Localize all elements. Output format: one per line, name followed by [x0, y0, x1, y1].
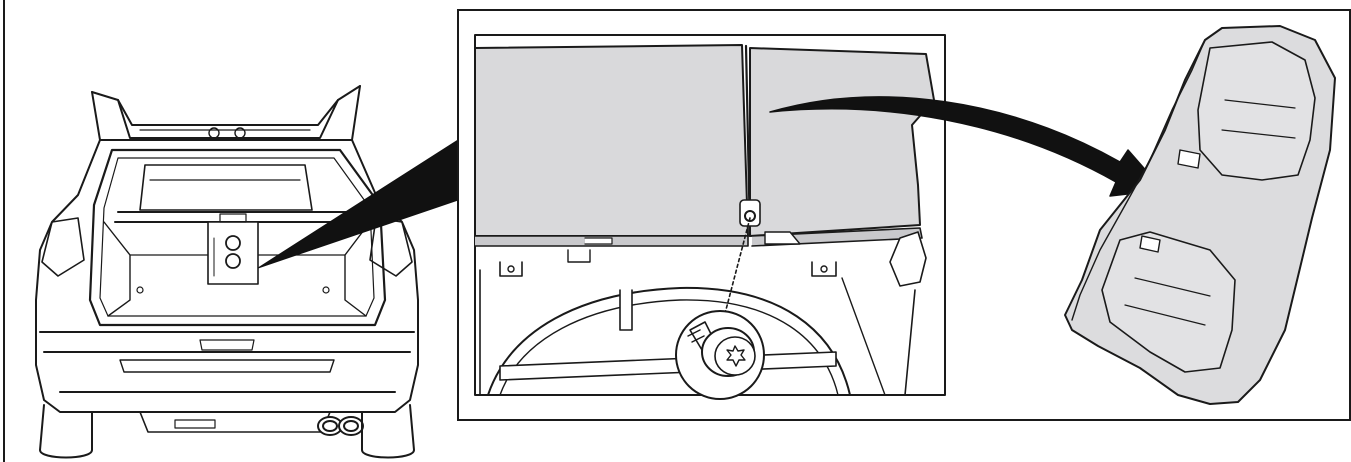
left-tail-light: [42, 218, 84, 276]
open-tailgate: [92, 86, 360, 140]
rear-bumper: [40, 332, 414, 392]
diffuser-and-exhausts: [140, 412, 363, 435]
panel-screw-hole: [740, 200, 760, 226]
callout-wedge: [258, 140, 458, 268]
detail-view-inset: [475, 35, 945, 399]
screw-icon: [676, 311, 764, 399]
car-rear-view: [36, 86, 418, 458]
boot-floor-lid: [208, 214, 258, 284]
left-floor-panel: [475, 45, 748, 236]
right-floor-panel: [750, 48, 934, 236]
